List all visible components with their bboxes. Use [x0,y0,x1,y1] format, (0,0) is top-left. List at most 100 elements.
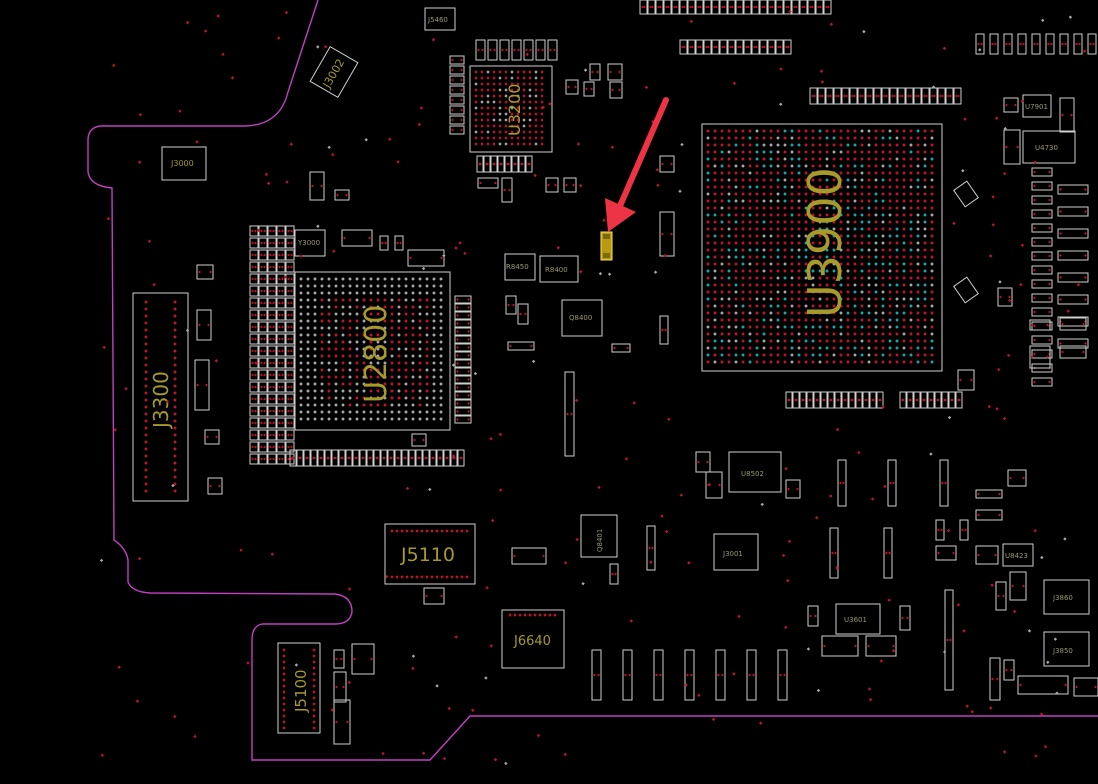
smd-part [862,391,870,409]
pad [888,136,892,140]
pad [383,403,387,407]
pad [492,70,496,74]
pad [281,337,284,341]
pad [327,326,331,330]
pad [306,333,310,337]
highlighted-component[interactable] [600,231,613,261]
smd-part [449,65,465,75]
pad [1061,322,1064,326]
smd-part [267,321,277,333]
pad [797,276,801,280]
pad [930,192,934,196]
smd-part [366,449,374,467]
pad [281,277,284,281]
pad [460,108,463,112]
pad [820,80,825,84]
pad [916,192,920,196]
pad [853,241,857,245]
pad [853,269,857,273]
r8400-outline [539,255,579,283]
smd-part [267,237,277,249]
pad [813,94,816,98]
pad [411,456,414,460]
pad [739,45,742,49]
smd-part [276,441,286,453]
pad [362,326,366,330]
pad [839,360,843,364]
pad [741,304,745,308]
pad [803,5,806,9]
pad [819,94,822,98]
pad [990,583,994,587]
smd-part [249,285,259,297]
pad [888,129,892,133]
pad [734,192,738,196]
pad [628,673,631,677]
pad [895,262,899,266]
pad [923,192,927,196]
pad [811,290,815,294]
pad [832,136,836,140]
pad [923,248,927,252]
smd-part [653,649,664,701]
smd-part [249,381,259,393]
pad [290,325,293,329]
pad [895,297,899,301]
pad [281,433,284,437]
pad [776,332,780,336]
pad [404,284,408,288]
pad [755,276,759,280]
pad [221,52,225,57]
pad [804,157,808,161]
pad [282,714,286,718]
pad [895,234,899,238]
pad [916,269,920,273]
pad [930,220,934,224]
pad [720,290,724,294]
smd-part [267,441,277,453]
pad [930,353,934,357]
pad [313,312,317,316]
pad [909,311,913,315]
smd-part [258,285,268,297]
pad [512,303,515,307]
pad [706,241,710,245]
smd-part [477,177,499,189]
pad [489,437,493,441]
pad [941,94,944,98]
pad [741,248,745,252]
pad [451,58,454,62]
u2800-outline [294,271,451,431]
pad [312,672,316,676]
pad [460,98,463,102]
pad [362,410,366,414]
pad [783,332,787,336]
pad [376,284,380,288]
pad [376,382,380,386]
pad [797,136,801,140]
pad [320,305,324,309]
pad [888,283,892,287]
pad [860,339,864,343]
pad [272,265,275,269]
smd-part [334,189,350,201]
pad [439,403,443,407]
pad [439,291,443,295]
pad [299,291,303,295]
pad [888,304,892,308]
smd-part [783,0,792,15]
pad [418,305,422,309]
pad [283,275,288,279]
pad [334,456,337,460]
pad [397,396,401,400]
pad [881,171,885,175]
pad [173,461,177,465]
smd-part [1031,167,1053,177]
u8423-label: U8423 [1005,552,1028,560]
pad [528,118,532,122]
pad [930,325,934,329]
pad [332,249,336,253]
pad [959,378,962,382]
pad [755,318,759,322]
pad [362,354,366,358]
